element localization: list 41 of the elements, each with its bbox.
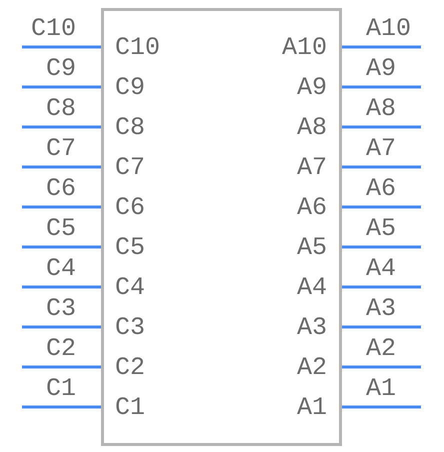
pin-name: C3 xyxy=(115,315,146,341)
pin-name: A8 xyxy=(296,115,327,141)
pin-number: A2 xyxy=(366,336,396,362)
pin-name: A10 xyxy=(282,35,327,61)
pin-name: C6 xyxy=(115,195,146,221)
pin-name: C7 xyxy=(115,155,146,181)
pin-name: A1 xyxy=(296,395,327,421)
pin-number: C2 xyxy=(46,336,76,362)
pin-number: A5 xyxy=(366,216,396,242)
pin-name: A4 xyxy=(296,275,327,301)
pin-number: C9 xyxy=(46,56,76,82)
pin-number: A6 xyxy=(366,176,396,202)
pin-number: C7 xyxy=(46,136,76,162)
pin-number: A1 xyxy=(366,376,396,402)
pin-number: C1 xyxy=(46,376,76,402)
pin-number: C5 xyxy=(46,216,76,242)
pin-name: A7 xyxy=(296,155,327,181)
pin-name: C2 xyxy=(115,355,146,381)
pin-number: C4 xyxy=(46,256,76,282)
pin-number: A7 xyxy=(366,136,396,162)
pin-name: C4 xyxy=(115,275,146,301)
pin-name: A6 xyxy=(296,195,327,221)
pin-name: A3 xyxy=(296,315,327,341)
pin-name: C10 xyxy=(115,35,160,61)
pin-number: C6 xyxy=(46,176,76,202)
pin-name: C9 xyxy=(115,75,146,101)
pin-name: C5 xyxy=(115,235,146,261)
pin-name: A9 xyxy=(296,75,327,101)
pin-number: A4 xyxy=(366,256,396,282)
pin-number: A8 xyxy=(366,96,396,122)
pin-name: A5 xyxy=(296,235,327,261)
pin-number: C3 xyxy=(46,296,76,322)
connector-body xyxy=(101,8,342,446)
pin-name: C1 xyxy=(115,395,146,421)
pin-number: A3 xyxy=(366,296,396,322)
pin-number: A9 xyxy=(366,56,396,82)
pin-number: A10 xyxy=(366,16,412,42)
pin-name: C8 xyxy=(115,115,146,141)
pin-name: A2 xyxy=(296,355,327,381)
pin-number: C10 xyxy=(30,16,76,42)
pin-number: C8 xyxy=(46,96,76,122)
